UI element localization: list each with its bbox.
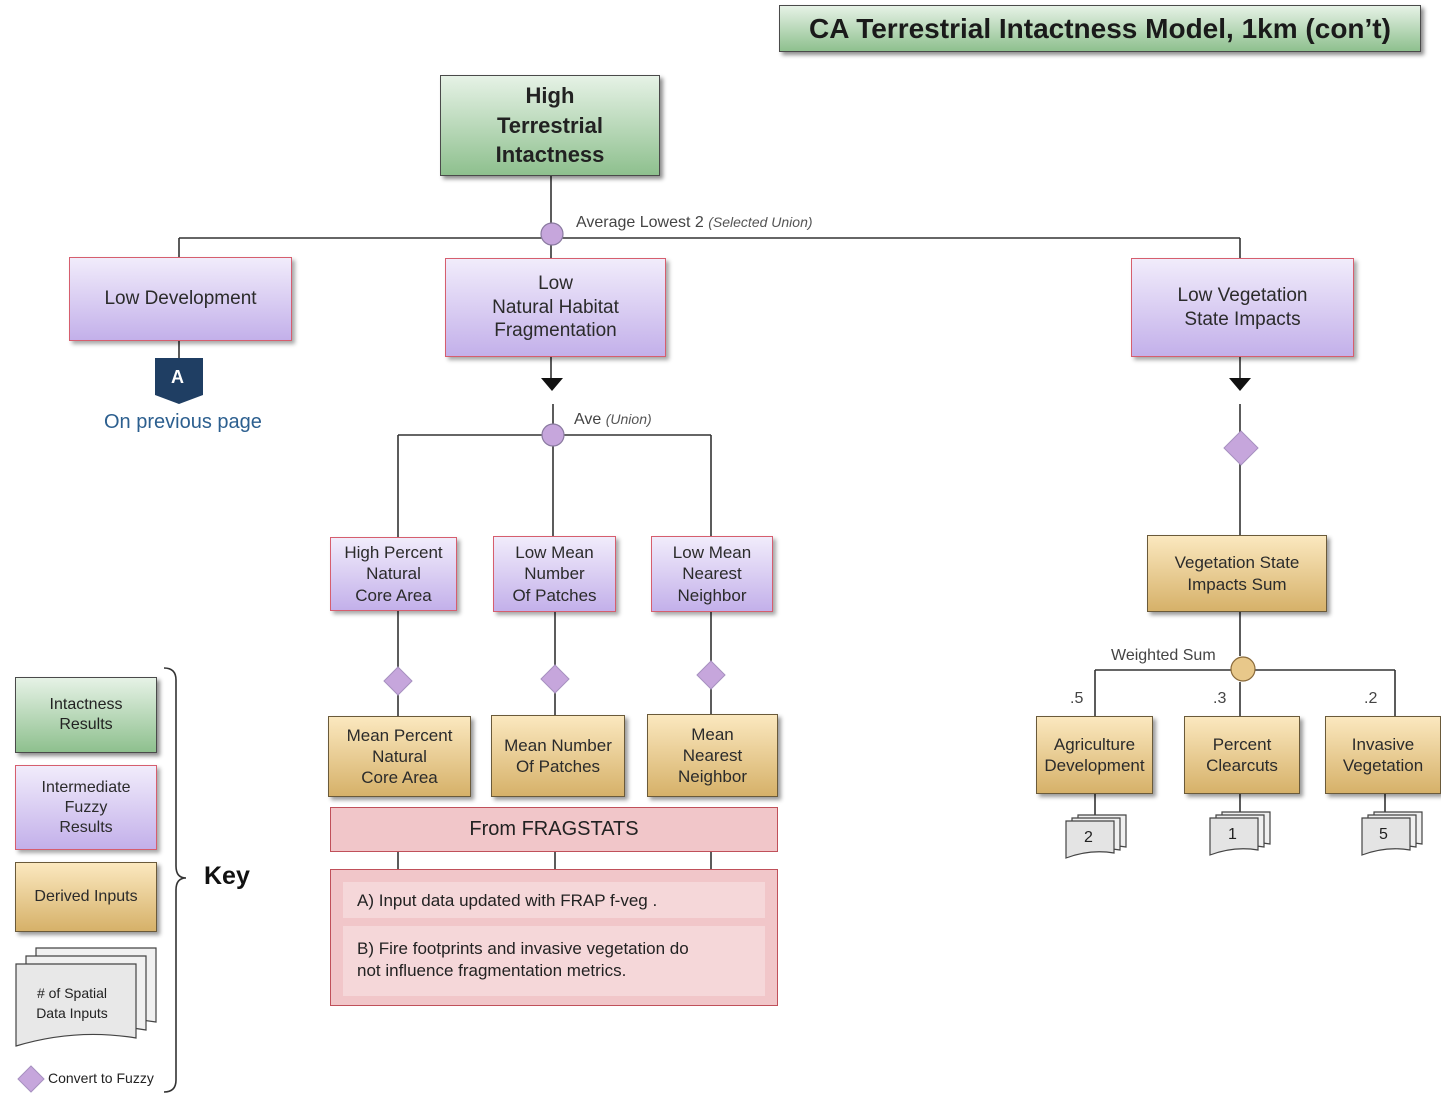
convert-to-fuzzy-diamond bbox=[540, 664, 570, 694]
notes-panel: A) Input data updated with FRAP f-veg . … bbox=[330, 869, 778, 1006]
high-terrestrial-intactness-node: High Terrestrial Intactness bbox=[440, 75, 660, 176]
off-page-connector-icon bbox=[155, 358, 203, 404]
key-title: Key bbox=[204, 862, 250, 890]
low-development-node: Low Development bbox=[69, 257, 292, 341]
mean-number-patches-input: Mean Number Of Patches bbox=[491, 715, 625, 797]
document-stack-icon bbox=[1209, 811, 1271, 856]
weight-agriculture: .5 bbox=[1070, 690, 1084, 707]
key-intermediate-results: Intermediate Fuzzy Results bbox=[15, 765, 157, 850]
convert-to-fuzzy-diamond bbox=[696, 660, 726, 690]
connector-caption[interactable]: On previous page bbox=[104, 411, 262, 433]
average-operator bbox=[541, 423, 565, 447]
weighted-sum-label: Weighted Sum bbox=[1111, 647, 1216, 664]
invasive-vegetation-input: Invasive Vegetation bbox=[1325, 716, 1441, 794]
key-spatial-inputs-label: # of Spatial Data Inputs bbox=[36, 985, 108, 1022]
key-document-stack-icon bbox=[15, 947, 157, 1047]
convert-to-fuzzy-diamond bbox=[383, 666, 413, 696]
percent-clearcuts-input: Percent Clearcuts bbox=[1184, 716, 1300, 794]
page-title-text: CA Terrestrial Intactness Model, 1km (co… bbox=[809, 13, 1391, 44]
mean-percent-core-area-input: Mean Percent Natural Core Area bbox=[328, 716, 471, 797]
fragstats-source-bar: From FRAGSTATS bbox=[330, 807, 778, 852]
convert-to-fuzzy-diamond bbox=[1223, 430, 1259, 466]
spatial-count-invasive: 5 bbox=[1379, 826, 1388, 843]
average-lowest-2-label: Average Lowest 2 (Selected Union) bbox=[576, 214, 813, 231]
document-stack-icon bbox=[1065, 814, 1127, 859]
spatial-count-clearcuts: 1 bbox=[1228, 826, 1237, 843]
document-stack-icon bbox=[1361, 811, 1423, 856]
weight-invasive: .2 bbox=[1364, 690, 1378, 707]
average-union-label: Ave (Union) bbox=[574, 411, 652, 428]
spatial-count-agriculture: 2 bbox=[1084, 829, 1093, 846]
low-mean-number-patches-node: Low Mean Number Of Patches bbox=[493, 536, 616, 612]
key-convert-label: Convert to Fuzzy bbox=[48, 1070, 154, 1086]
connector-letter: A bbox=[171, 367, 184, 387]
average-lowest-2-operator bbox=[540, 222, 564, 246]
vegetation-impacts-sum-input: Vegetation State Impacts Sum bbox=[1147, 535, 1327, 612]
key-intactness-results: Intactness Results bbox=[15, 677, 157, 753]
low-fragmentation-node: Low Natural Habitat Fragmentation bbox=[445, 258, 666, 357]
page-title: CA Terrestrial Intactness Model, 1km (co… bbox=[779, 5, 1421, 52]
weighted-sum-operator bbox=[1230, 656, 1256, 682]
weight-clearcuts: .3 bbox=[1213, 690, 1227, 707]
low-mean-nearest-neighbor-node: Low Mean Nearest Neighbor bbox=[651, 536, 773, 612]
high-percent-core-area-node: High Percent Natural Core Area bbox=[330, 537, 457, 611]
mean-nearest-neighbor-input: Mean Nearest Neighbor bbox=[647, 714, 778, 797]
agriculture-development-input: Agriculture Development bbox=[1036, 716, 1153, 794]
note-a: A) Input data updated with FRAP f-veg . bbox=[343, 882, 765, 918]
low-vegetation-impacts-node: Low Vegetation State Impacts bbox=[1131, 258, 1354, 357]
note-b: B) Fire footprints and invasive vegetati… bbox=[343, 926, 765, 996]
key-derived-inputs: Derived Inputs bbox=[15, 862, 157, 932]
key-convert-diamond-icon bbox=[17, 1065, 45, 1093]
